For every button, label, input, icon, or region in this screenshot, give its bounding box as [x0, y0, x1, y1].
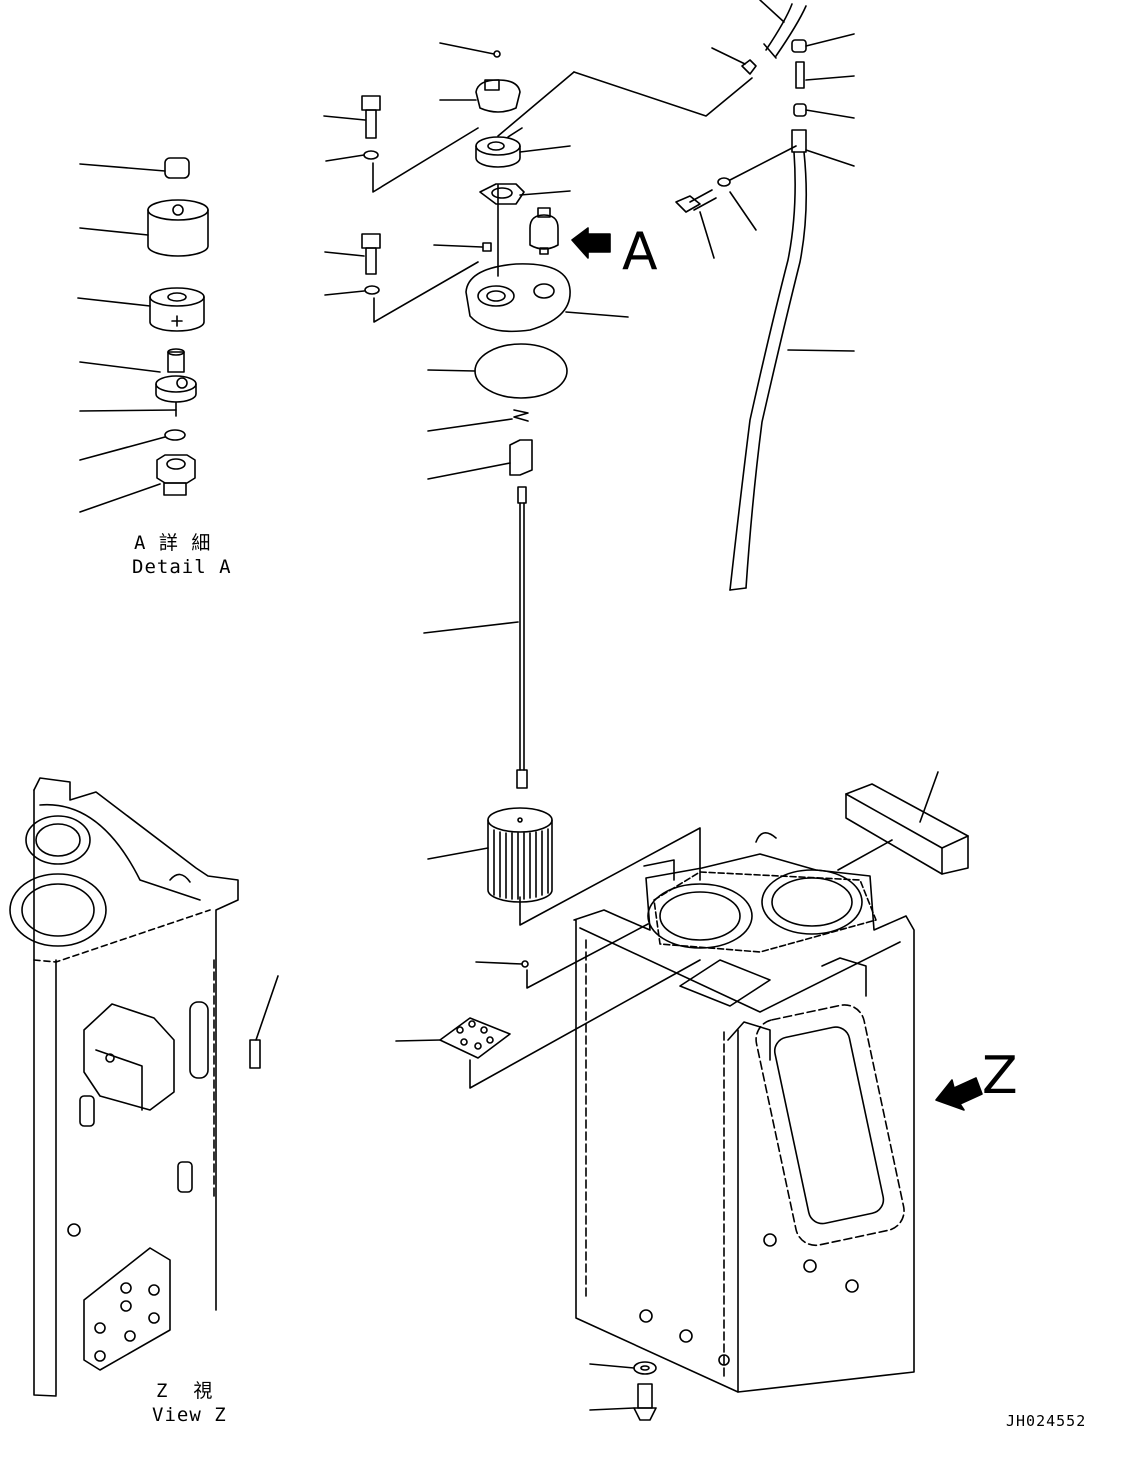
- hydraulic-tank: [574, 833, 914, 1392]
- detail-a-fitting: [80, 455, 195, 512]
- detail-a-float: [78, 288, 204, 331]
- detail-a-cap: [80, 158, 189, 178]
- view-a-arrow: [572, 228, 610, 258]
- drawing-code: JH024552: [1006, 1412, 1087, 1430]
- detail-a-caption-jp: A 詳 細: [134, 532, 212, 554]
- detail-a-exploded-parts: [78, 158, 208, 512]
- view-z-caption-jp: Z 視: [156, 1380, 214, 1402]
- view-z-arrow: [936, 1078, 982, 1110]
- level-gauge-plate: [424, 185, 628, 788]
- strainer-plate: [396, 960, 700, 1088]
- detail-a-weight: [80, 200, 208, 256]
- drain-plug: [476, 924, 648, 988]
- view-a-marker: A: [622, 222, 658, 282]
- detail-a-caption-en: Detail A: [132, 556, 232, 578]
- wood-block: [838, 772, 968, 874]
- filter-element: [428, 808, 700, 925]
- view-z-marker: Z: [982, 1046, 1018, 1106]
- detail-a-sensor: [80, 349, 196, 416]
- breather-assembly: [324, 43, 570, 322]
- view-z-tank: [10, 778, 278, 1396]
- breather-bolts: [324, 96, 478, 322]
- detail-a-o-ring: [80, 430, 185, 460]
- drain-bolt: [590, 1362, 656, 1420]
- breather-hose: [498, 0, 854, 590]
- view-z-caption-en: View Z: [152, 1404, 227, 1426]
